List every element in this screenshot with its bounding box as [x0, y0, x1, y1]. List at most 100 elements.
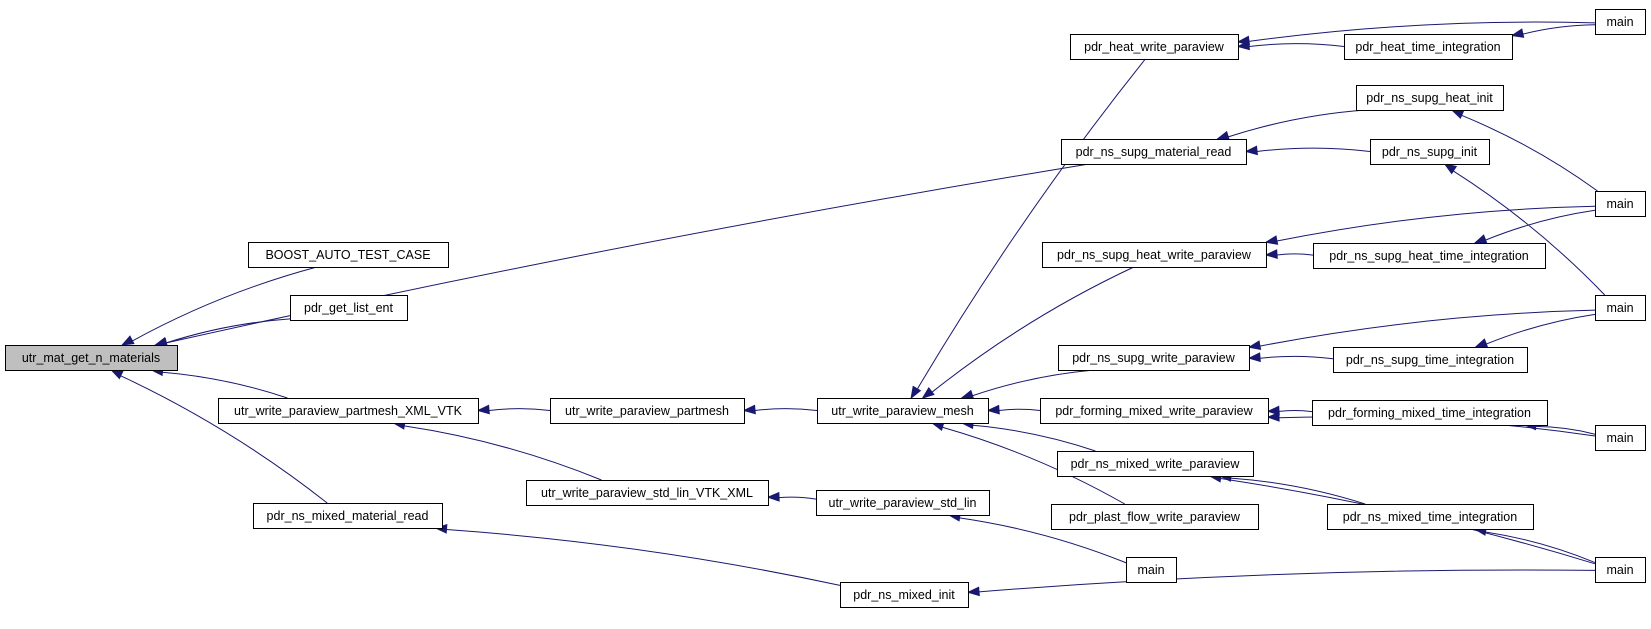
arrowhead-icon	[1510, 28, 1525, 38]
edge-boost-auto-test-case-to-utr-mat-get-n-materials	[132, 266, 317, 342]
node-main[interactable]: main	[1595, 557, 1646, 583]
node-box	[5, 345, 178, 371]
arrowhead-icon	[766, 491, 780, 502]
node-label: pdr_ns_mixed_write_paraview	[1071, 457, 1241, 471]
node-label: main	[1606, 301, 1633, 315]
edge-pdr-ns-supg-heat-write-paraview-to-utr-write-paraview-mesh	[931, 266, 1135, 393]
edge-main-to-pdr-ns-supg-heat-write-paraview	[1276, 205, 1596, 242]
edge-main-to-pdr-heat-time-integration	[1522, 24, 1596, 35]
edge-utr-write-paraview-std-lin-to-utr-write-paraview-std-lin-vtk-xml	[778, 496, 817, 500]
node-pdr-heat-time-integration[interactable]: pdr_heat_time_integration	[1344, 34, 1513, 60]
node-pdr-ns-supg-heat-init[interactable]: pdr_ns_supg_heat_init	[1356, 85, 1504, 111]
node-pdr-ns-mixed-material-read[interactable]: pdr_ns_mixed_material_read	[253, 503, 443, 529]
edge-pdr-ns-mixed-write-paraview-to-utr-write-paraview-mesh	[972, 424, 1096, 452]
node-box	[1070, 34, 1239, 60]
node-box	[1356, 85, 1504, 111]
node-pdr-ns-supg-heat-write-paraview[interactable]: pdr_ns_supg_heat_write_paraview	[1042, 242, 1267, 268]
node-label: pdr_ns_supg_write_paraview	[1072, 351, 1236, 365]
node-pdr-ns-supg-heat-time-integration[interactable]: pdr_ns_supg_heat_time_integration	[1313, 243, 1546, 269]
node-utr-write-paraview-std-lin[interactable]: utr_write_paraview_std_lin	[816, 490, 990, 516]
node-box	[1126, 557, 1177, 583]
arrowhead-icon	[1247, 352, 1261, 363]
arrowhead-icon	[1266, 411, 1280, 422]
node-label: pdr_plast_flow_write_paraview	[1069, 510, 1241, 524]
arrowhead-icon	[1474, 338, 1489, 348]
edge-main-to-pdr-heat-write-paraview	[1248, 21, 1596, 42]
edge-main-to-pdr-ns-supg-time-integration	[1486, 313, 1596, 345]
node-pdr-ns-supg-write-paraview[interactable]: pdr_ns_supg_write_paraview	[1058, 345, 1250, 371]
node-utr-mat-get-n-materials[interactable]: utr_mat_get_n_materials	[5, 345, 178, 371]
node-label: pdr_ns_supg_init	[1382, 145, 1478, 159]
node-utr-write-paraview-mesh[interactable]: utr_write_paraview_mesh	[817, 398, 989, 424]
node-label: pdr_get_list_ent	[304, 301, 393, 315]
node-label: pdr_ns_mixed_init	[853, 588, 955, 602]
arrowhead-icon	[910, 385, 922, 400]
node-label: utr_write_paraview_partmesh_XML_VTK	[234, 404, 463, 418]
edge-pdr-ns-supg-heat-time-integration-to-pdr-ns-supg-heat-write-paraview	[1276, 253, 1314, 256]
arrowhead-icon	[1244, 145, 1258, 156]
node-utr-write-paraview-partmesh[interactable]: utr_write_paraview_partmesh	[550, 398, 745, 424]
node-box	[1595, 557, 1646, 583]
node-box	[1312, 400, 1548, 426]
node-box	[526, 480, 769, 506]
arrowhead-icon	[1266, 405, 1280, 416]
node-pdr-ns-mixed-write-paraview[interactable]: pdr_ns_mixed_write_paraview	[1057, 451, 1254, 477]
node-label: utr_write_paraview_mesh	[831, 404, 973, 418]
node-box	[816, 490, 990, 516]
node-boost-auto-test-case[interactable]: BOOST_AUTO_TEST_CASE	[248, 242, 449, 268]
arrowhead-icon	[921, 387, 935, 399]
node-label: BOOST_AUTO_TEST_CASE	[265, 248, 430, 262]
node-main[interactable]: main	[1595, 425, 1646, 451]
node-pdr-ns-supg-material-read[interactable]: pdr_ns_supg_material_read	[1061, 139, 1247, 165]
node-pdr-heat-write-paraview[interactable]: pdr_heat_write_paraview	[1070, 34, 1239, 60]
edge-utr-write-paraview-std-lin-vtk-xml-to-utr-write-paraview-partmesh-xml-vtk	[404, 425, 602, 481]
node-main[interactable]: main	[1595, 9, 1646, 35]
node-box	[248, 242, 449, 268]
node-pdr-forming-mixed-write-paraview[interactable]: pdr_forming_mixed_write_paraview	[1040, 398, 1269, 424]
node-label: pdr_forming_mixed_time_integration	[1328, 406, 1531, 420]
node-main[interactable]: main	[1126, 557, 1177, 583]
node-label: utr_write_paraview_std_lin_VTK_XML	[541, 486, 753, 500]
node-pdr-plast-flow-write-paraview[interactable]: pdr_plast_flow_write_paraview	[1051, 504, 1259, 530]
node-pdr-get-list-ent[interactable]: pdr_get_list_ent	[290, 295, 408, 321]
node-box	[1040, 398, 1269, 424]
node-label: main	[1606, 197, 1633, 211]
node-label: pdr_ns_supg_time_integration	[1346, 353, 1514, 367]
node-main[interactable]: main	[1595, 295, 1646, 321]
edge-main-to-pdr-ns-supg-heat-init	[1461, 114, 1598, 192]
edge-main-to-pdr-ns-supg-write-paraview	[1259, 309, 1596, 347]
node-utr-write-paraview-std-lin-vtk-xml[interactable]: utr_write_paraview_std_lin_VTK_XML	[526, 480, 769, 506]
node-box	[1061, 139, 1247, 165]
arrowhead-icon	[1450, 109, 1465, 120]
node-label: pdr_ns_mixed_time_integration	[1343, 510, 1517, 524]
node-label: pdr_heat_time_integration	[1355, 40, 1500, 54]
edge-main-to-utr-write-paraview-std-lin	[959, 517, 1127, 564]
arrowhead-icon	[110, 369, 124, 380]
node-pdr-ns-mixed-init[interactable]: pdr_ns_mixed_init	[840, 582, 969, 608]
edge-main-to-pdr-ns-supg-heat-time-integration	[1485, 209, 1596, 241]
node-pdr-ns-supg-time-integration[interactable]: pdr_ns_supg_time_integration	[1333, 347, 1528, 373]
node-main[interactable]: main	[1595, 191, 1646, 217]
node-box	[253, 503, 443, 529]
node-pdr-ns-supg-init[interactable]: pdr_ns_supg_init	[1370, 139, 1490, 165]
edge-utr-write-paraview-partmesh-to-utr-write-paraview-partmesh-xml-vtk	[488, 408, 551, 411]
node-label: pdr_ns_supg_heat_init	[1366, 91, 1493, 105]
arrowhead-icon	[1247, 340, 1262, 350]
arrowhead-icon	[986, 404, 1000, 415]
edge-utr-write-paraview-mesh-to-utr-write-paraview-partmesh	[754, 408, 818, 411]
node-box	[840, 582, 969, 608]
node-label: pdr_ns_mixed_material_read	[267, 509, 429, 523]
node-pdr-forming-mixed-time-integration[interactable]: pdr_forming_mixed_time_integration	[1312, 400, 1548, 426]
node-box	[1595, 9, 1646, 35]
arrowhead-icon	[1443, 163, 1458, 175]
node-box	[1313, 243, 1546, 269]
edge-pdr-forming-mixed-time-integration-to-pdr-forming-mixed-write-paraview	[1278, 410, 1313, 413]
node-pdr-ns-mixed-time-integration[interactable]: pdr_ns_mixed_time_integration	[1327, 504, 1534, 530]
arrowhead-icon	[1216, 130, 1230, 141]
node-utr-write-paraview-partmesh-xml-vtk[interactable]: utr_write_paraview_partmesh_XML_VTK	[218, 398, 479, 424]
edge-pdr-ns-supg-init-to-pdr-ns-supg-material-read	[1256, 147, 1371, 152]
arrowhead-icon	[1264, 249, 1278, 260]
node-box	[1344, 34, 1513, 60]
node-box	[290, 295, 408, 321]
